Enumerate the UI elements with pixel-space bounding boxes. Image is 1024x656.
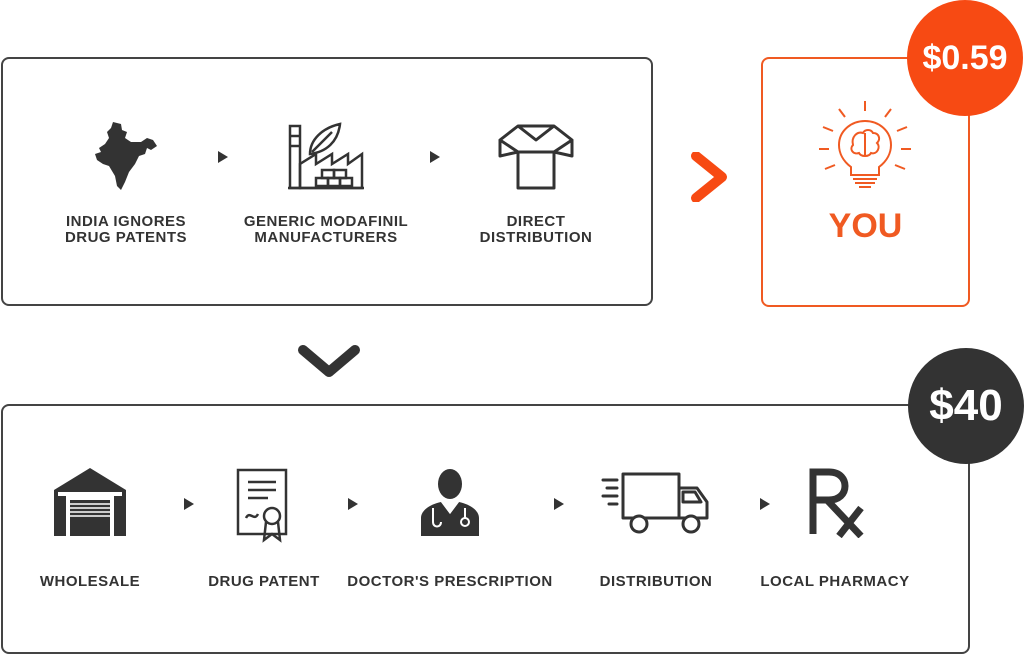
step-doctors-prescription-label: DOCTOR'S PRESCRIPTION [347, 573, 553, 590]
step-manufacturers: GENERIC MODAFINIL MANUFACTURERS [240, 120, 412, 246]
step-local-pharmacy: LOCAL PHARMACY [760, 466, 910, 590]
india-map-icon [95, 122, 157, 190]
flow-arrow [760, 498, 770, 510]
step-india: INDIA IGNORES DRUG PATENTS [56, 120, 196, 246]
step-direct-distribution: DIRECT DISTRIBUTION [466, 120, 606, 246]
truck-icon [601, 472, 709, 534]
step-direct-distribution-label: DIRECT DISTRIBUTION [479, 213, 593, 246]
chevron-right-icon [691, 152, 727, 202]
flow-arrow [184, 498, 194, 510]
traditional-route-panel [1, 404, 970, 654]
price-badge-generic: $0.59 [907, 0, 1023, 116]
doctor-icon [421, 469, 479, 536]
step-drug-patent: DRUG PATENT [200, 466, 328, 590]
flow-arrow [430, 151, 440, 163]
you-label: YOU [828, 207, 903, 245]
step-drug-patent-label: DRUG PATENT [208, 573, 320, 590]
warehouse-icon [54, 468, 126, 536]
step-distribution: DISTRIBUTION [586, 466, 726, 590]
step-local-pharmacy-label: LOCAL PHARMACY [760, 573, 910, 590]
step-distribution-label: DISTRIBUTION [599, 573, 713, 590]
flow-arrow [218, 151, 228, 163]
step-india-label: INDIA IGNORES DRUG PATENTS [64, 213, 188, 246]
step-wholesale: WHOLESALE [30, 466, 150, 590]
step-wholesale-label: WHOLESALE [39, 573, 141, 590]
price-badge-traditional: $40 [908, 348, 1024, 464]
box-icon [498, 124, 574, 190]
chevron-down-icon [298, 345, 360, 377]
lightbulb-brain-icon [819, 101, 911, 188]
rx-icon [809, 468, 864, 538]
step-doctors-prescription: DOCTOR'S PRESCRIPTION [344, 466, 556, 590]
flow-arrow [348, 498, 358, 510]
factory-icon [288, 122, 364, 190]
flow-arrow [554, 498, 564, 510]
step-manufacturers-label: GENERIC MODAFINIL MANUFACTURERS [243, 213, 409, 246]
certificate-icon [236, 468, 288, 543]
